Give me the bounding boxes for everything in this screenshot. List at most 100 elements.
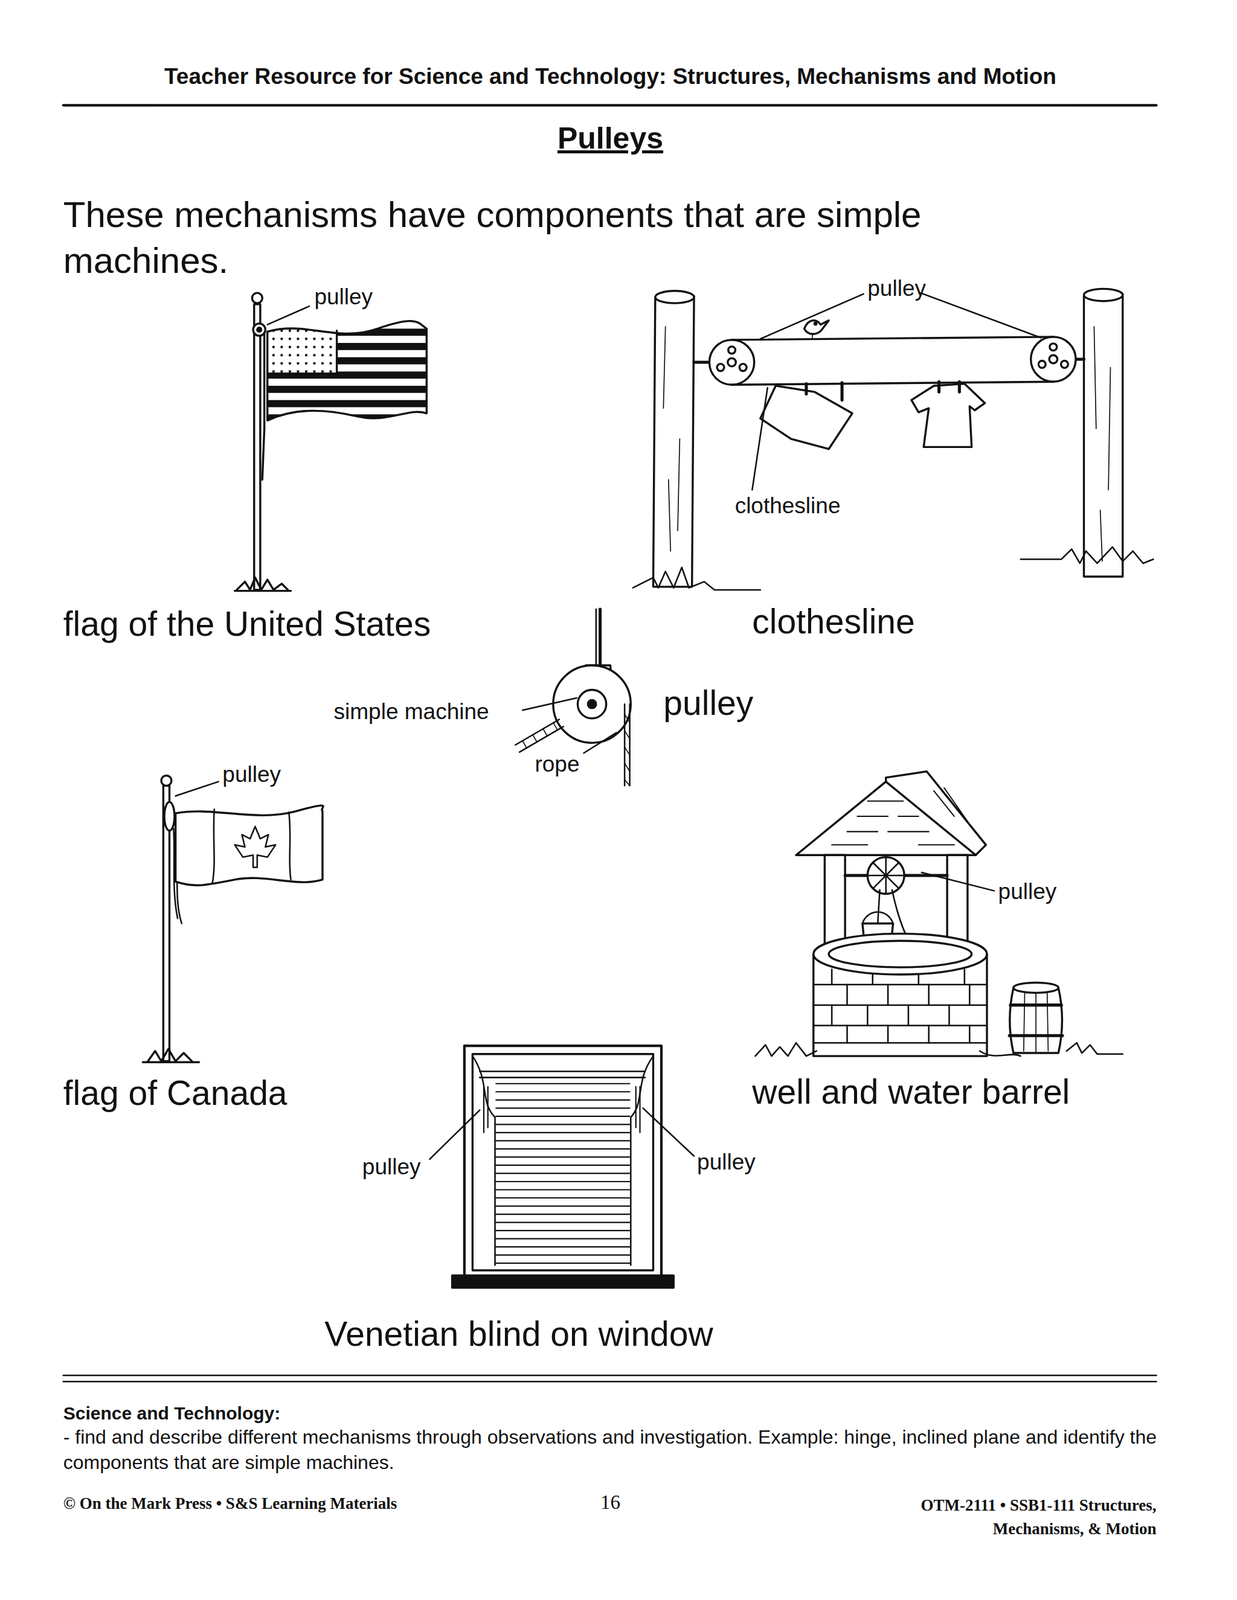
canada-flag [212,809,291,884]
canada-flag [234,826,277,868]
picture-caption: pulley [663,682,754,724]
footer-rule [63,1375,1157,1378]
us-flag [267,316,338,374]
us-flagpole [262,428,264,480]
us-flag [267,316,431,429]
picture-caption: well and water barrel [751,1071,1070,1113]
us-flagpole [236,578,288,591]
clothesline-pulleys [1049,355,1058,364]
well-roof [933,788,968,823]
canada-flagpole [147,1049,193,1062]
leader-line [267,306,310,325]
publisher-line: © On the Mark Press • S&S Learning Mater… [63,1494,398,1514]
curriculum-heading: Science and Technology: [63,1403,281,1425]
pulley-symbol [553,665,631,743]
product-code: OTM-2111 • SSB1-111 Structures, Mechanis… [860,1494,1157,1542]
leader-line [175,782,219,797]
us-flag [267,321,428,421]
footer-rule [63,1375,1157,1382]
canada-flag [175,805,324,886]
water-barrel [1009,988,1063,1054]
bird [804,320,830,339]
us-flagpole [254,304,261,591]
well-wall [813,985,987,1044]
blind-cords [636,1087,641,1134]
clothesline-posts [632,567,761,591]
intro-text: These mechanisms have components that ar… [63,192,1085,284]
well-wall [813,933,987,975]
pulley-symbol [515,609,631,786]
header-text: Teacher Resource for Science and Technol… [164,63,1057,90]
pulley-symbol [587,700,597,709]
clothes [760,381,986,450]
blind-slat [495,1148,630,1151]
blind-slat [495,1255,630,1257]
window-frame [479,1071,646,1078]
bird [811,334,813,339]
blind-slats [495,1084,630,1264]
pulley-symbol [624,714,630,786]
window-frame [472,1056,653,1266]
clothesline-posts [1093,326,1111,562]
part-label: rope [534,751,580,778]
blind-slat [495,1107,630,1109]
leader-line [175,782,219,797]
window-frame [464,1046,662,1282]
pulley-symbol [595,609,598,666]
leader-line [522,698,577,711]
page-title: Pulleys [557,120,664,157]
clothesline-pulleys [732,337,1054,341]
part-label: simple machine [334,698,490,726]
blind-slat [495,1116,630,1118]
part-label: pulley [867,275,926,303]
clothesline-pulleys [732,381,1054,385]
part-label: pulley [697,1149,756,1176]
part-label: pulley [998,878,1058,906]
well-roof [796,782,976,856]
canada-flagpole [161,775,172,786]
canada-flag [175,805,324,886]
us-flagpole [251,292,263,304]
canada-flagpole [164,802,175,831]
clothes [840,382,844,401]
blind-slat [495,1221,630,1224]
pulley-symbol [624,704,630,786]
well-roof [796,771,986,856]
clothesline-posts [632,288,1154,590]
pulley-symbol [522,722,557,749]
part-label: pulley [362,1154,421,1181]
blind-slat [495,1124,630,1126]
well-frame [867,857,905,895]
pulley-symbol [515,719,563,753]
blind-slat [495,1165,630,1167]
clothesline-posts [1084,288,1123,301]
pulley-symbol [577,690,606,719]
blind-slat [495,1091,630,1093]
water-barrel [1013,982,1059,993]
clothesline-pulleys [716,364,725,372]
canada-flagpole [143,1061,200,1064]
leader-line [751,387,768,490]
pulley-symbol [598,609,602,666]
clothesline-pulleys [1049,343,1058,351]
leader-line [522,698,617,754]
well-roof [831,801,955,846]
clothesline-posts [1020,547,1154,564]
blind-slat [495,1099,630,1102]
picture-caption: clothesline [751,600,915,643]
clothes [937,381,941,392]
blind-slat [495,1205,630,1207]
clothesline-posts [652,295,695,588]
clothesline-pulleys [728,346,736,354]
well-frame [862,912,894,924]
blind-slat [495,1214,630,1216]
blind-slat [495,1230,630,1232]
footer-rule [63,1381,1157,1384]
us-flag [267,385,431,394]
us-flagpole [257,327,262,333]
blind-slat [495,1189,630,1191]
clothesline-posts [1084,294,1123,577]
leader-line [751,292,1041,490]
blind-slat [495,1156,630,1158]
